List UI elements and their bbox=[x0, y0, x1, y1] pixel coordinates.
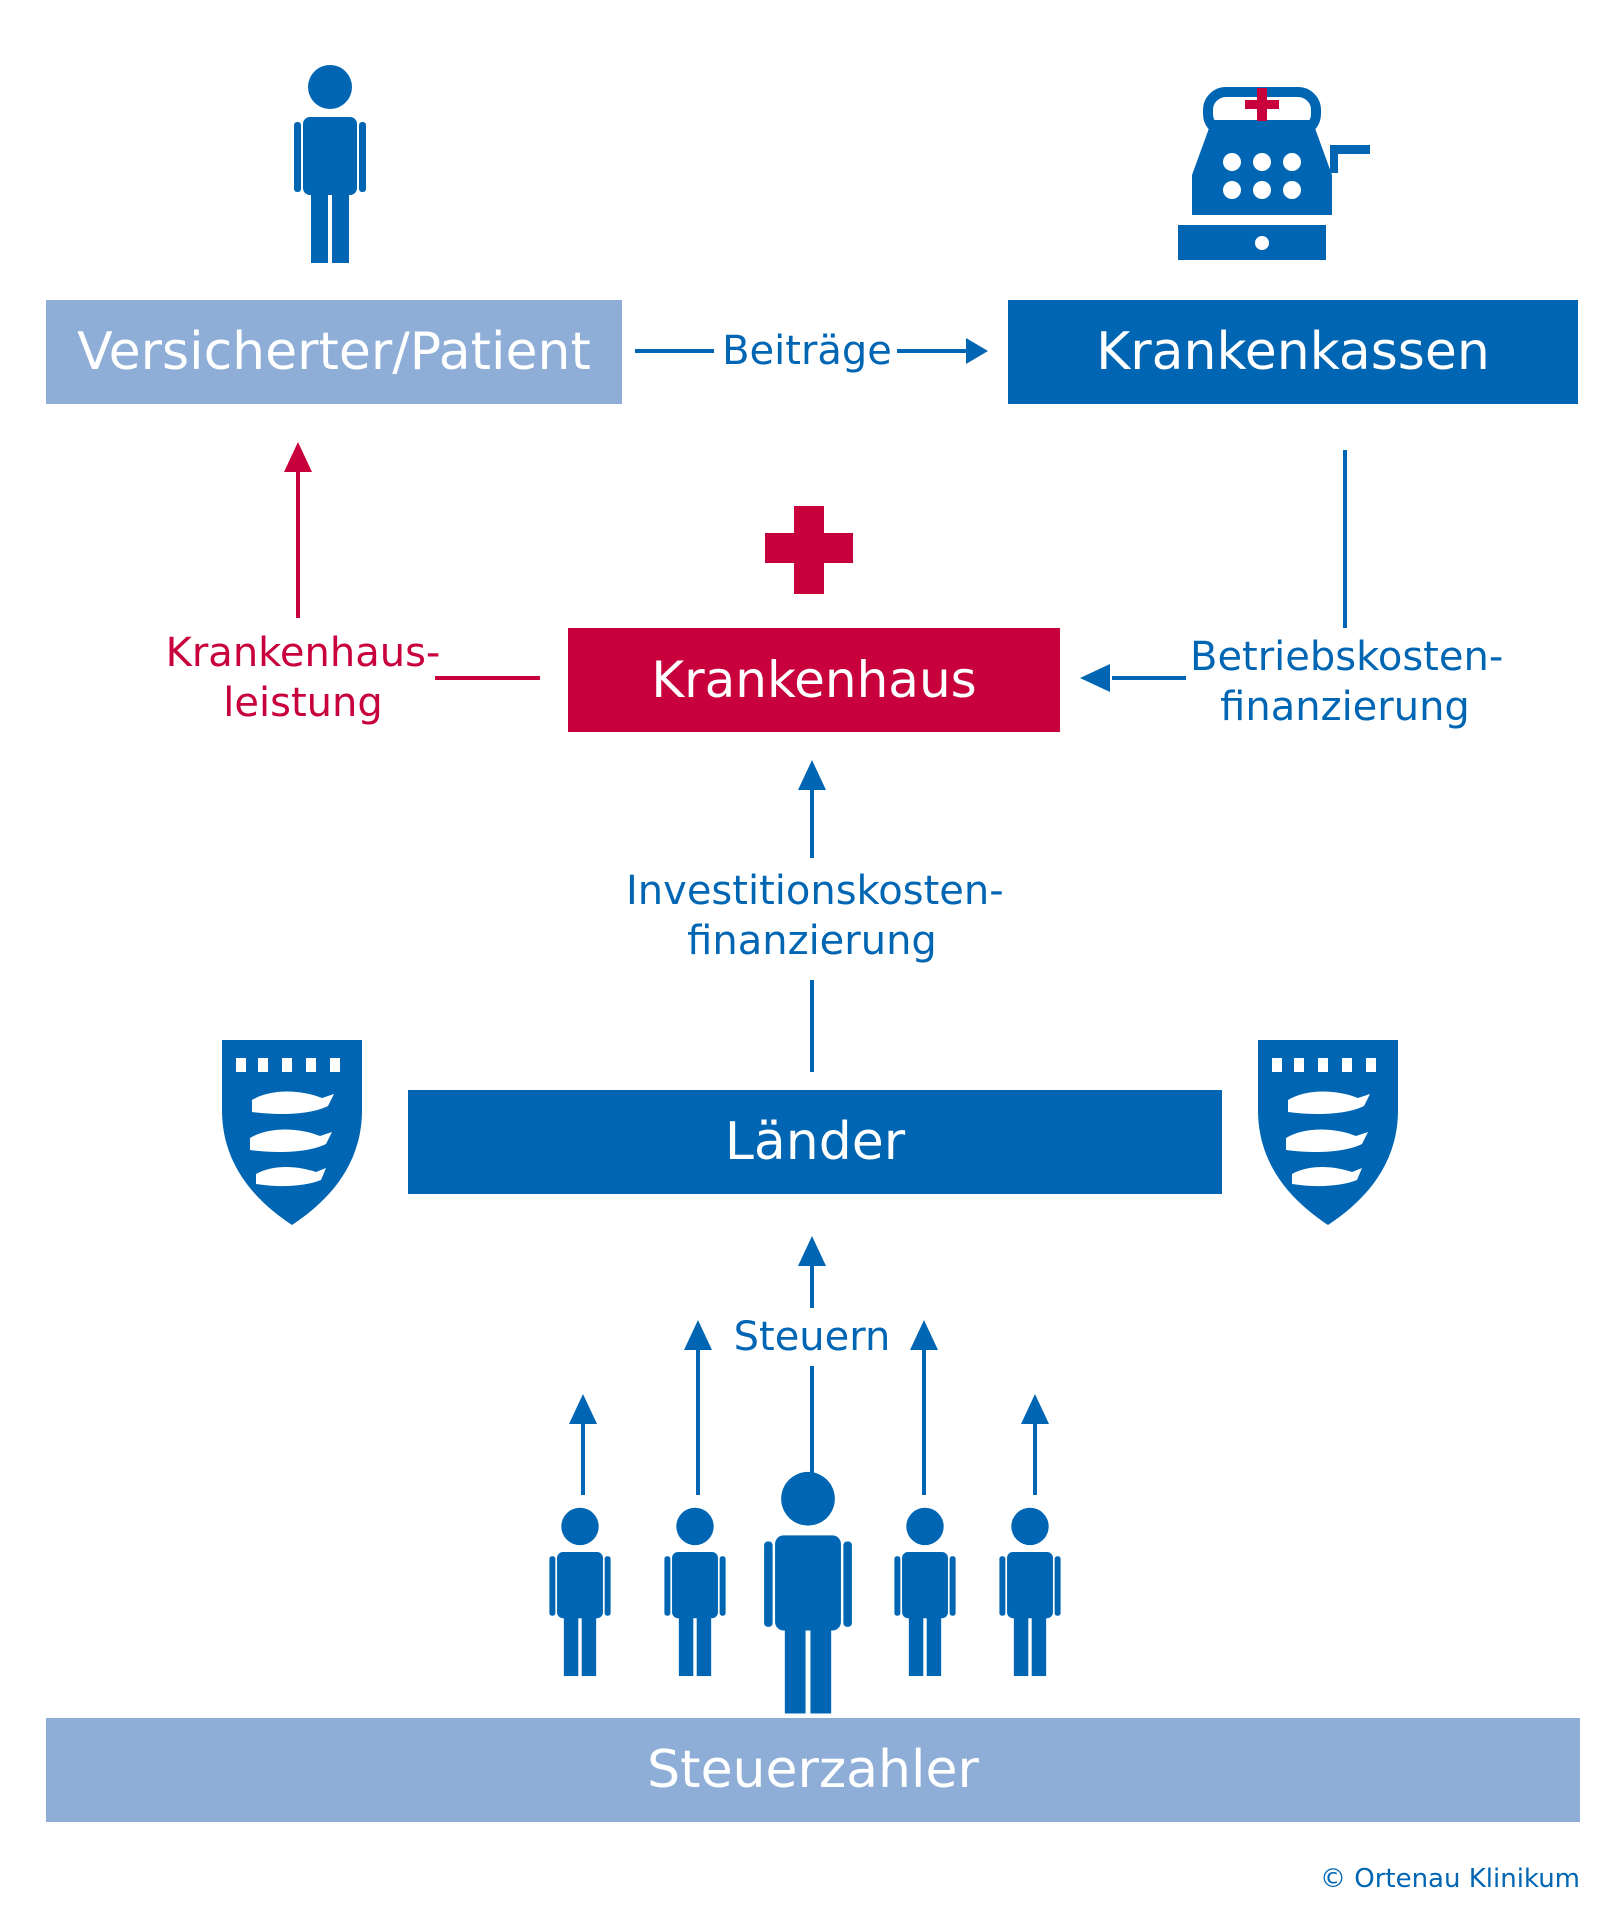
edge-label-investitionskosten: Investitionskosten- finanzierung bbox=[626, 866, 1004, 966]
edge-label-line: leistung bbox=[223, 680, 383, 726]
edge-label-beitraege: Beiträge bbox=[718, 326, 896, 376]
edge-label-beitraege-text: Beiträge bbox=[722, 328, 892, 374]
coat-of-arms-icon bbox=[1258, 1040, 1398, 1225]
node-steuerzahler-label: Steuerzahler bbox=[647, 1740, 979, 1800]
cash-register-icon bbox=[1178, 87, 1370, 260]
betriebskosten-connector bbox=[1112, 450, 1347, 680]
node-laender-label: Länder bbox=[724, 1112, 906, 1172]
node-laender: Länder bbox=[408, 1090, 1222, 1194]
copyright: © Ortenau Klinikum bbox=[1319, 1864, 1580, 1894]
edge-label-steuern-text: Steuern bbox=[733, 1314, 891, 1360]
steuern-arrowheads bbox=[569, 1236, 1049, 1424]
edge-label-line: finanzierung bbox=[1220, 684, 1470, 730]
edge-label-line: Investitionskosten- bbox=[626, 868, 1004, 914]
edge-label-line: Betriebskosten- bbox=[1190, 634, 1504, 680]
betriebskosten-arrowhead bbox=[1080, 664, 1110, 692]
krankenhausleistung-arrowhead bbox=[284, 442, 312, 472]
edge-label-line: finanzierung bbox=[687, 918, 937, 964]
node-versicherter: Versicherter/Patient bbox=[46, 300, 622, 404]
taxpayer-group-icon bbox=[549, 1471, 1061, 1714]
node-krankenkassen: Krankenkassen bbox=[1008, 300, 1578, 404]
node-krankenkassen-label: Krankenkassen bbox=[1096, 322, 1490, 382]
node-krankenhaus-label: Krankenhaus bbox=[651, 651, 977, 709]
steuern-connector bbox=[581, 1265, 1037, 1495]
beitraege-arrowhead bbox=[966, 338, 988, 364]
coat-of-arms-icon bbox=[222, 1040, 362, 1225]
edge-label-steuern: Steuern bbox=[730, 1312, 894, 1362]
red-cross-icon bbox=[765, 506, 853, 594]
node-krankenhaus: Krankenhaus bbox=[568, 628, 1060, 732]
krankenhausleistung-connector bbox=[296, 455, 540, 680]
edge-label-betriebskosten: Betriebskosten- finanzierung bbox=[1190, 632, 1504, 732]
edge-label-line: Krankenhaus- bbox=[165, 630, 441, 676]
person-icon bbox=[294, 65, 366, 263]
node-versicherter-label: Versicherter/Patient bbox=[77, 322, 591, 382]
investitionskosten-arrowhead bbox=[798, 760, 826, 790]
edge-label-krankenhausleistung: Krankenhaus- leistung bbox=[160, 628, 446, 728]
node-steuerzahler: Steuerzahler bbox=[46, 1718, 1580, 1822]
